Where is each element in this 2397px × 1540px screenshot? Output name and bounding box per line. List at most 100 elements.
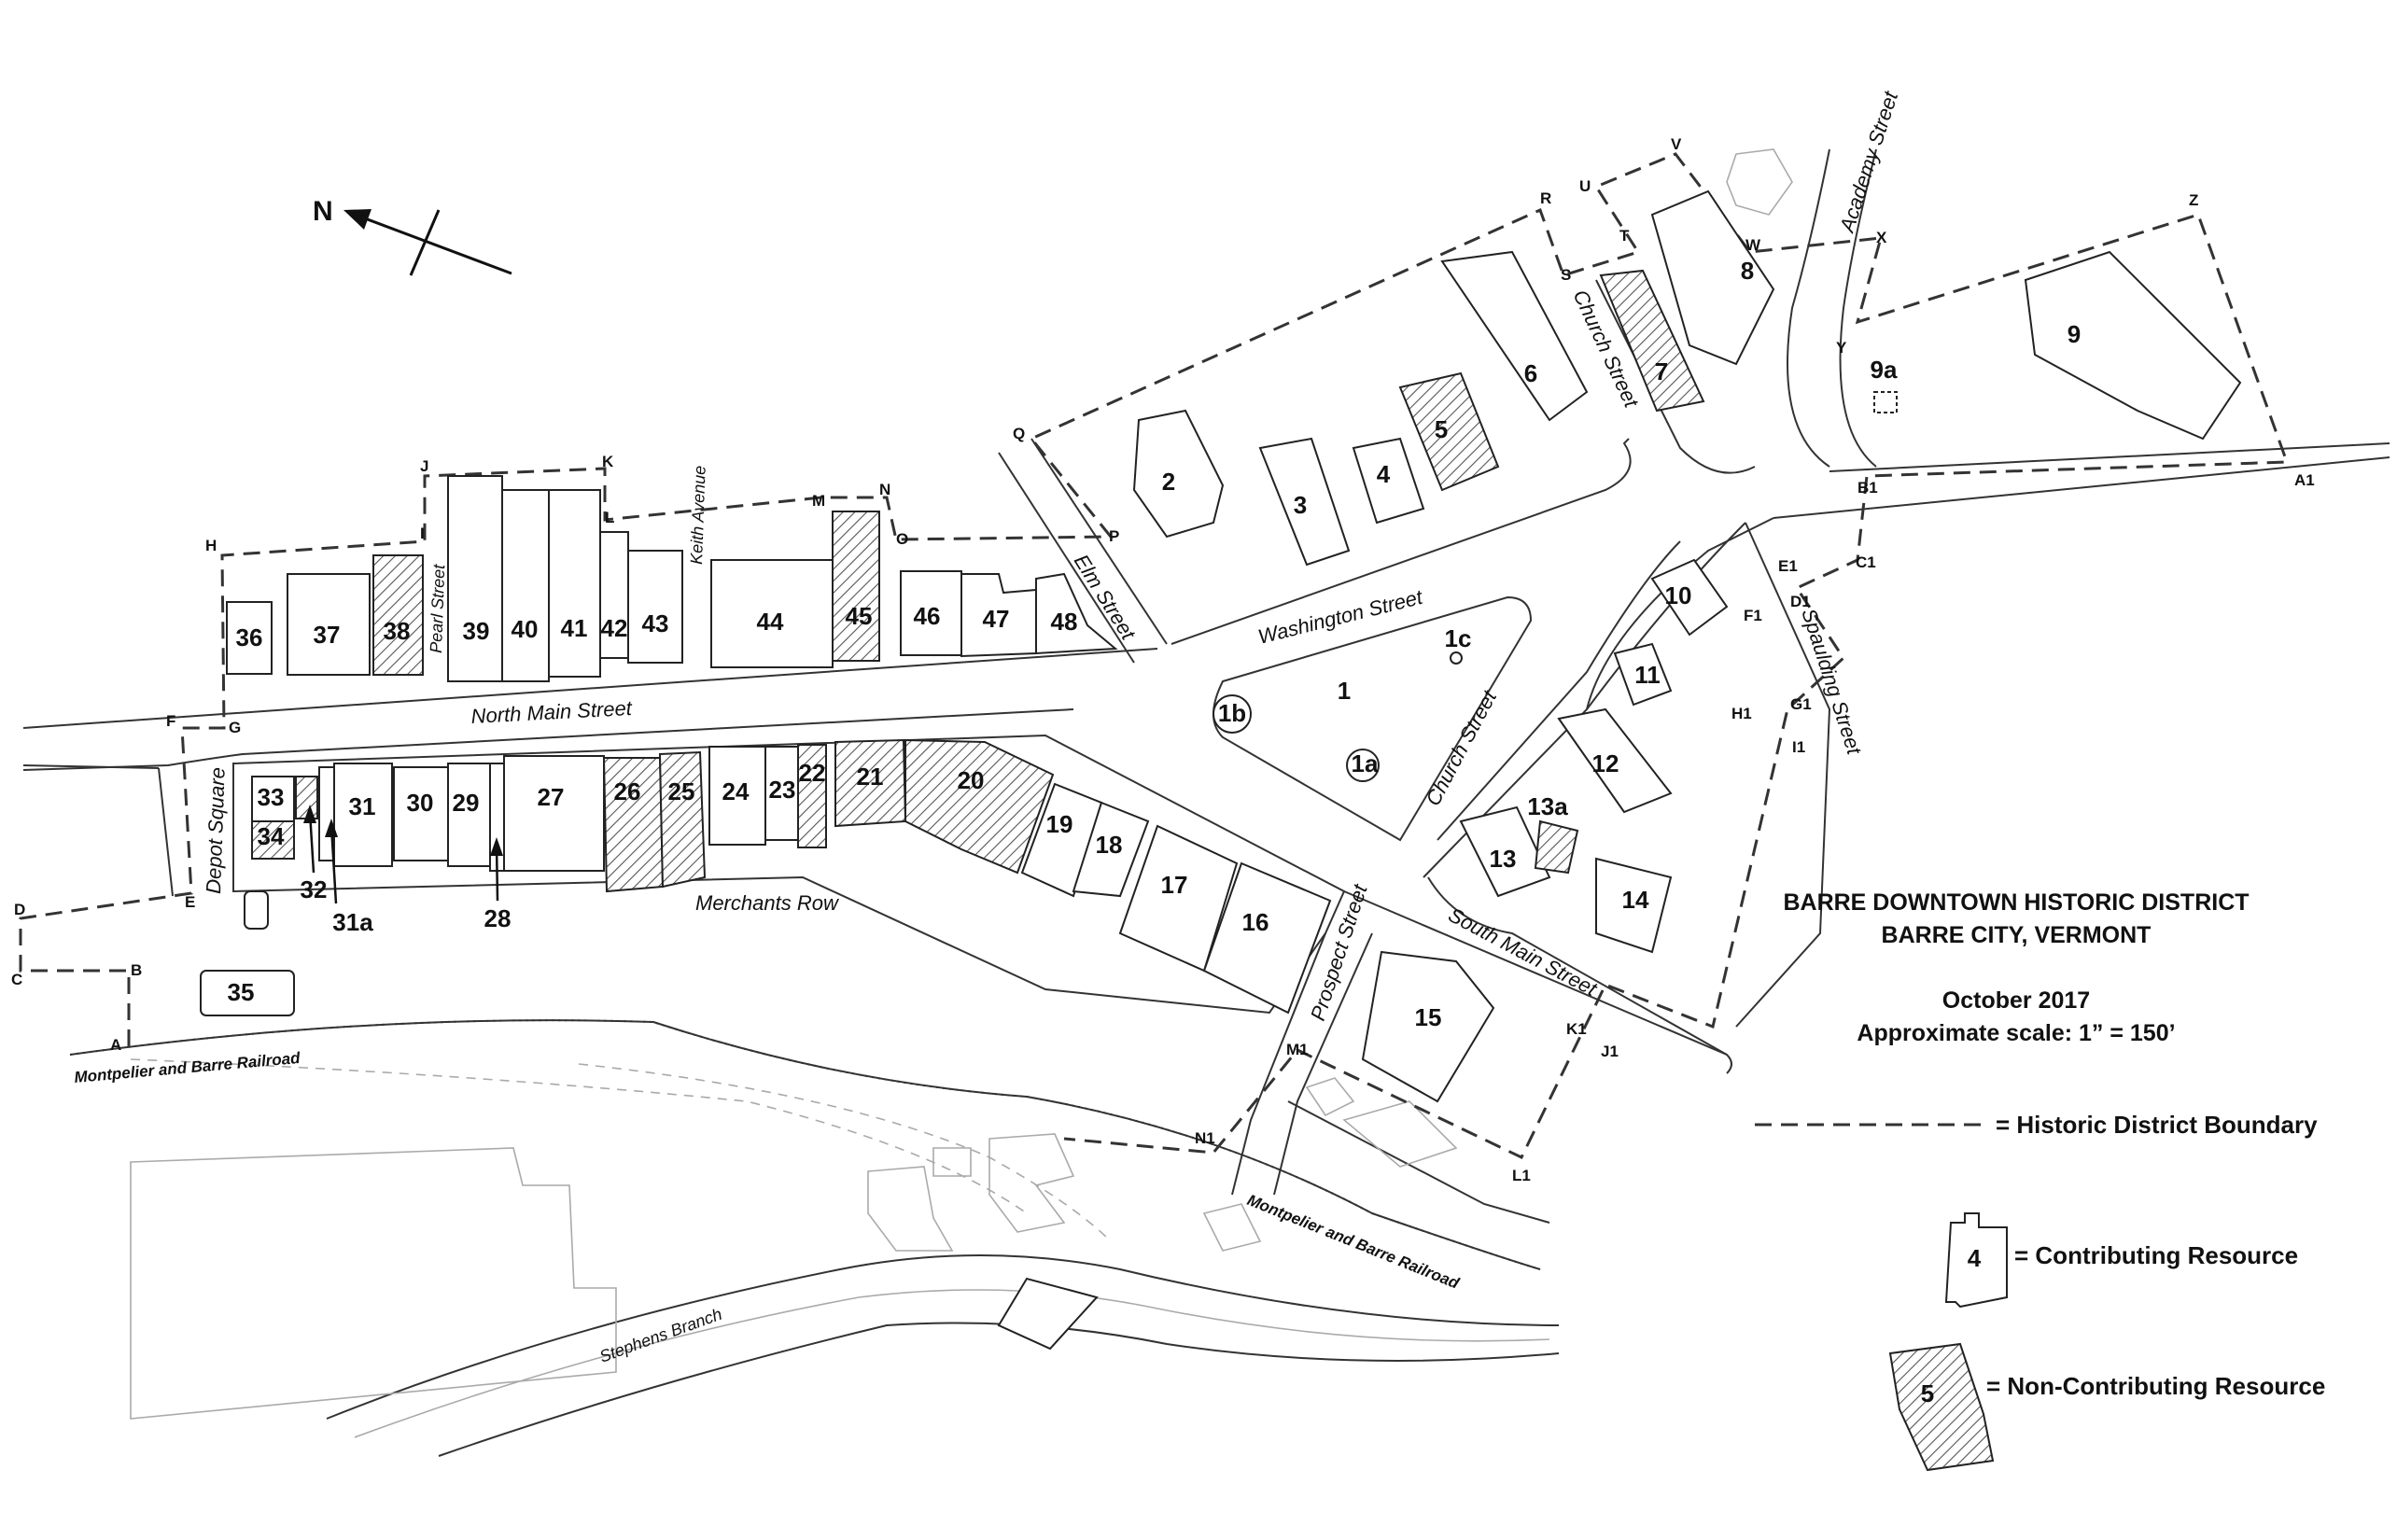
point-T: T [1619,227,1630,245]
point-J: J [420,457,428,475]
building-40 [501,489,550,682]
building-18 [1072,801,1150,898]
label-building-9: 9 [2068,320,2081,348]
label-building-36: 36 [236,623,263,651]
building-4 [1352,437,1425,525]
point-L1: L1 [1512,1167,1531,1184]
label-building-35: 35 [228,978,255,1006]
label-building-32: 32 [301,875,328,903]
legend-contributing-example: 4 [1968,1244,1982,1272]
building-15 [1361,950,1495,1103]
building-25 [658,750,707,889]
washington-street-edge [1170,438,1632,645]
north-arrow: N [313,196,512,276]
keith-avenue-label: Keith Avenue [687,465,709,565]
label-building-46: 46 [914,602,941,630]
building-29 [447,763,491,867]
label-building-26: 26 [614,777,641,805]
point-D1: D1 [1790,593,1811,610]
label-building-16: 16 [1242,908,1269,936]
building-36 [226,601,273,675]
building-13 [1459,805,1551,898]
point-G: G [229,719,241,736]
point-H: H [205,537,217,554]
church-street-lower-edge [1437,540,1681,841]
washington-street-label: Washington Street [1255,585,1425,649]
label-building-6: 6 [1524,359,1537,387]
point-U: U [1579,177,1591,195]
north-main-street-north-edge [22,648,1158,729]
river-inner-line [354,1289,1550,1438]
building-2 [1132,409,1225,539]
label-building-19: 19 [1046,810,1073,838]
label-building-17: 17 [1161,871,1188,899]
point-W: W [1745,236,1761,254]
pearl-street-label: Pearl Street [427,563,448,653]
point-R: R [1540,189,1551,207]
outside-structures [130,148,1793,1420]
north-main-street-label: North Main Street [470,696,633,728]
river-bridge [997,1277,1099,1351]
label-building-31: 31 [349,792,376,820]
railroad-line [69,1019,1541,1270]
building-39 [447,475,503,682]
building-38 [372,554,424,676]
railroad-west-label: Montpelier and Barre Railroad [74,1049,301,1086]
academy-street-edge-1 [1787,148,1830,468]
elm-street-edge-1 [998,452,1135,664]
building-48 [1035,572,1118,655]
legend-contributing-symbol [1944,1212,2008,1309]
river-north-bank [326,1254,1560,1420]
label-building-15: 15 [1415,1003,1442,1031]
building-9 [2024,250,2242,441]
east-road-south-edge [1829,442,2390,472]
legend-noncontributing-label: = Non-Contributing Resource [1986,1372,2326,1400]
building-22 [797,744,827,848]
point-K: K [602,453,614,470]
label-building-1a: 1a [1352,749,1379,777]
label-building-40: 40 [512,615,539,643]
label-building-22: 22 [799,759,826,787]
building-31 [333,763,393,867]
building-1c [1450,651,1463,665]
label-building-41: 41 [561,614,588,642]
building-43 [627,550,683,664]
point-J1: J1 [1601,1043,1619,1060]
building-27 [503,755,605,872]
map-title-line2: BARRE CITY, VERMONT [1881,922,2152,948]
building-6 [1440,250,1589,422]
building-3 [1258,437,1351,567]
point-E: E [185,893,195,911]
label-building-25: 25 [668,777,695,805]
building-45 [832,511,880,662]
north-main-street-south-edge [22,708,1074,771]
map-date: October 2017 [1941,987,2091,1014]
building-9a [1873,391,1898,413]
map-title-line1: BARRE DOWNTOWN HISTORIC DISTRICT [1783,889,2250,916]
building-41 [548,489,601,678]
building-35 [200,970,295,1016]
north-label: N [313,196,333,227]
label-building-21: 21 [857,763,884,791]
prospect-street-edge-1 [1231,932,1326,1196]
label-building-1c: 1c [1445,624,1472,652]
point-K1: K1 [1566,1020,1587,1038]
point-P: P [1109,527,1119,545]
label-building-23: 23 [769,776,796,804]
point-Q: Q [1013,425,1025,442]
church-street-lower-edge-2 [1423,522,1746,878]
building-13a [1534,819,1579,875]
building-11 [1613,642,1673,707]
building-37 [287,573,371,676]
building-labels: 1 1a 1b 1c 2 3 4 5 6 7 8 9 9a 10 11 12 1… [228,257,2082,1031]
label-building-34: 34 [258,822,285,850]
buildings [200,189,2242,1103]
label-building-8: 8 [1741,257,1754,285]
lower-right-road [1287,1100,1550,1224]
legend-boundary-label: = Historic District Boundary [1996,1111,2318,1139]
label-building-20: 20 [958,766,985,794]
point-A1: A1 [2294,471,2315,489]
label-building-18: 18 [1096,831,1123,859]
academy-street-edge-2 [1839,148,1877,468]
legend-noncontributing-symbol [1888,1342,1995,1472]
